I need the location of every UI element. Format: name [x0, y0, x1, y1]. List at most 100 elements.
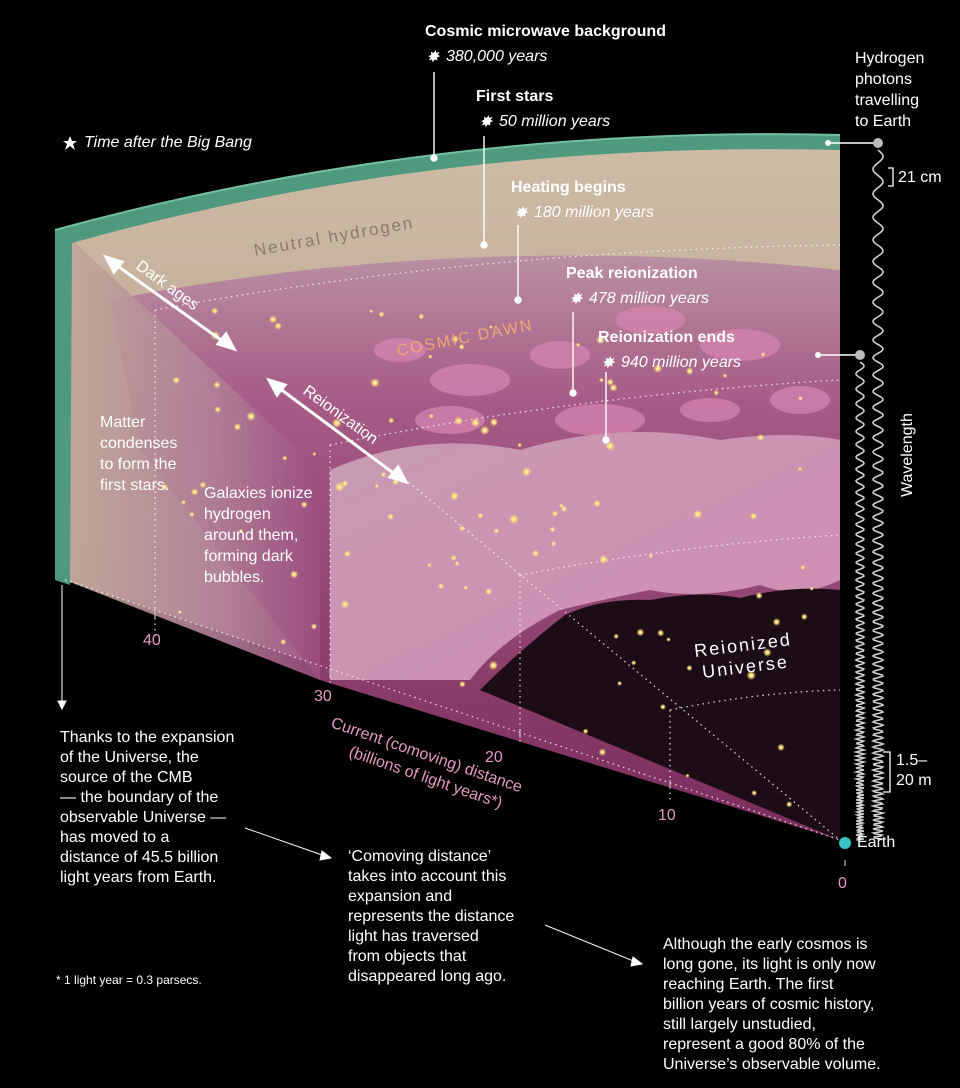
star-dot: [531, 549, 540, 558]
star-dot: [550, 541, 557, 547]
star-dot: [172, 376, 180, 384]
star-dot: [749, 512, 758, 520]
note-comoving: ‘Comoving distance’ takes into account t…: [348, 848, 515, 985]
star-dot: [459, 525, 465, 532]
reionization-arrow: [265, 377, 410, 485]
star-dot: [370, 378, 380, 388]
dotted-grid: [64, 244, 841, 841]
star-dot: [797, 466, 803, 472]
star-dot: [211, 307, 219, 315]
star-dot: [713, 390, 720, 396]
star-dot: [428, 354, 433, 360]
star-dot: [593, 499, 601, 508]
epoch-name: Reionization ends: [598, 329, 735, 346]
wavelength-axis-label: Wavelength: [899, 413, 916, 497]
star-dot: [596, 335, 605, 345]
dark-ages-arrow: [102, 254, 238, 352]
epoch-name: First stars: [476, 88, 554, 105]
star-dot: [189, 511, 195, 518]
star-dot: [312, 451, 317, 456]
star-dot: [437, 583, 444, 590]
note-early-cosmos: Although the early cosmos is long gone, …: [663, 936, 881, 1073]
star-dot: [760, 352, 766, 357]
star-dot: [582, 728, 589, 735]
star-dot: [484, 587, 493, 596]
epoch-time: ✸ 380,000 years: [426, 48, 548, 66]
star-dot: [763, 648, 772, 657]
epoch-name: Peak reionization: [566, 265, 698, 282]
epoch-time: ✸ 478 million years: [569, 290, 710, 308]
star-dot: [653, 364, 663, 373]
tick-label: 30: [314, 688, 332, 705]
star-dot: [800, 613, 808, 621]
star-dot: [214, 406, 222, 413]
star-dot: [458, 343, 465, 350]
star-dot: [746, 670, 756, 681]
star-dot: [280, 638, 287, 645]
legend-time-after-big-bang: Time after the Big Bang: [84, 134, 252, 151]
star-dot: [659, 703, 667, 711]
footnote: * 1 light year = 0.3 parsecs.: [56, 973, 202, 987]
note-cmb-expansion: Thanks to the expansion of the Universe,…: [60, 729, 235, 886]
hydrogen-photon-wave-short: [852, 361, 868, 841]
star-dot: [686, 664, 693, 672]
earth-marker: [839, 837, 851, 849]
star-dot: [282, 455, 288, 461]
earth-label: Earth: [857, 834, 896, 851]
note-galaxies-ionize: Galaxies ionize hydrogen around them, fo…: [204, 485, 313, 586]
star-dot: [274, 322, 282, 330]
star-dot: [269, 315, 277, 324]
star-dot: [387, 513, 395, 521]
note-matter-condenses: Matter condenses to form the first stars…: [100, 414, 178, 494]
star-dot: [470, 418, 480, 428]
star-dot: [454, 416, 463, 426]
star-dot: [521, 467, 532, 477]
asterisk-icon: *: [56, 973, 65, 987]
star-dot: [800, 564, 806, 571]
star-dot: [786, 801, 793, 808]
star-dot: [332, 418, 342, 428]
star-dot: [374, 483, 379, 489]
epoch-time: ✸ 180 million years: [514, 204, 655, 222]
star-dot: [493, 528, 500, 534]
photons-title: Hydrogen photons travelling to Earth: [855, 50, 925, 130]
star-icon: ✸: [426, 49, 440, 66]
star-dot: [606, 378, 614, 386]
legend-star-icon: [63, 136, 77, 150]
star-dot: [161, 483, 169, 491]
star-dot: [685, 773, 690, 778]
reionized-universe-region: [480, 588, 840, 840]
wavelength-brackets: [883, 167, 894, 793]
star-dot: [517, 442, 522, 448]
star-icon: ✸: [569, 291, 583, 308]
epoch-time: ✸ 940 million years: [601, 354, 742, 372]
star-dot: [777, 743, 785, 752]
star-dot: [369, 309, 373, 314]
star-dot: [450, 491, 459, 501]
epoch-time: ✸ 50 million years: [479, 113, 611, 131]
star-dot: [722, 373, 728, 379]
callout-lines: [57, 585, 644, 967]
star-dot: [190, 488, 199, 496]
epoch-name: Cosmic microwave background: [425, 23, 666, 40]
tick-label: 20: [485, 749, 503, 766]
star-icon: ✸: [601, 355, 615, 372]
star-dot: [508, 514, 519, 525]
star-dot: [631, 660, 637, 666]
star-field: [161, 307, 814, 808]
axis-ticks: [154, 610, 846, 866]
star-dot: [751, 790, 758, 796]
star-dot: [756, 433, 765, 442]
wavelength-21cm: 21 cm: [898, 169, 942, 186]
star-dot: [599, 554, 608, 564]
epoch-leaders: [430, 72, 610, 444]
star-dot: [380, 471, 387, 478]
star-dot: [549, 526, 556, 533]
tick-label: 0: [838, 875, 847, 892]
star-dot: [797, 396, 803, 401]
star-dot: [427, 562, 432, 568]
cmb-shell-outline: [54, 133, 841, 231]
star-dot: [199, 481, 207, 489]
star-dot: [378, 311, 385, 318]
star-dot: [489, 418, 499, 427]
